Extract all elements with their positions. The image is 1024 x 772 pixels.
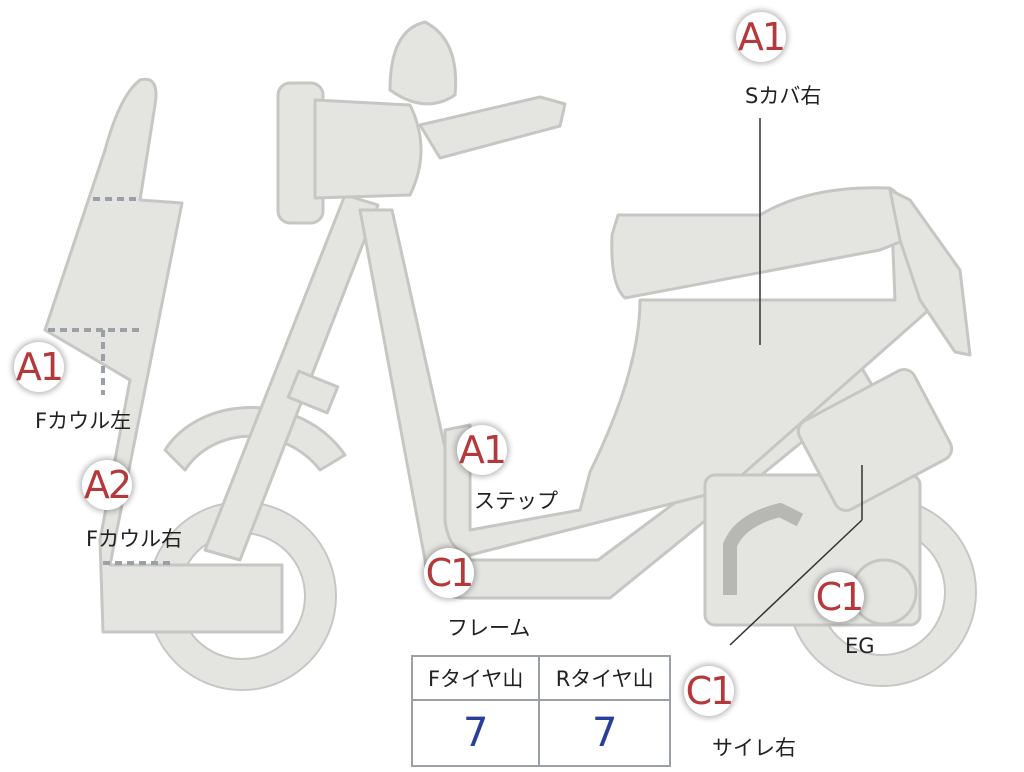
marker-badge-fcowl-left[interactable]: A1 — [14, 342, 64, 392]
marker-badge-step[interactable]: A1 — [457, 425, 507, 475]
marker-badge-silencer-right[interactable]: C1 — [684, 666, 734, 716]
marker-label-frame: フレーム — [447, 616, 531, 640]
handlebar-cover — [313, 98, 423, 200]
rear-tire-value: 7 — [538, 699, 671, 767]
mirror — [388, 20, 458, 106]
muffler — [796, 368, 954, 512]
seat — [610, 186, 908, 300]
rear-tire-header: Rタイヤ山 — [538, 655, 671, 701]
marker-badge-fcowl-right[interactable]: A2 — [82, 460, 132, 510]
marker-label-step: ステップ — [474, 489, 558, 513]
front-fork — [203, 193, 380, 562]
marker-badge-engine[interactable]: C1 — [814, 572, 864, 622]
marker-label-fcowl-right: Fカウル右 — [86, 527, 183, 551]
front-cowl — [43, 77, 284, 634]
tail-cowl — [888, 188, 972, 357]
marker-badge-scover-right[interactable]: A1 — [736, 12, 786, 62]
step-floor — [443, 223, 942, 557]
marker-badge-frame[interactable]: C1 — [424, 548, 474, 598]
front-tire-header: Fタイヤ山 — [410, 655, 541, 701]
marker-label-silencer-right: サイレ右 — [712, 736, 796, 760]
marker-label-scover-right: Sカバ右 — [745, 84, 822, 108]
marker-label-fcowl-left: Fカウル左 — [35, 409, 132, 433]
front-tire-value: 7 — [410, 699, 541, 767]
handlebar — [418, 95, 567, 160]
tire-tread-table: Fタイヤ山 Rタイヤ山 7 7 — [410, 655, 671, 767]
front-fender — [163, 406, 347, 472]
marker-label-engine: EG — [845, 634, 875, 658]
